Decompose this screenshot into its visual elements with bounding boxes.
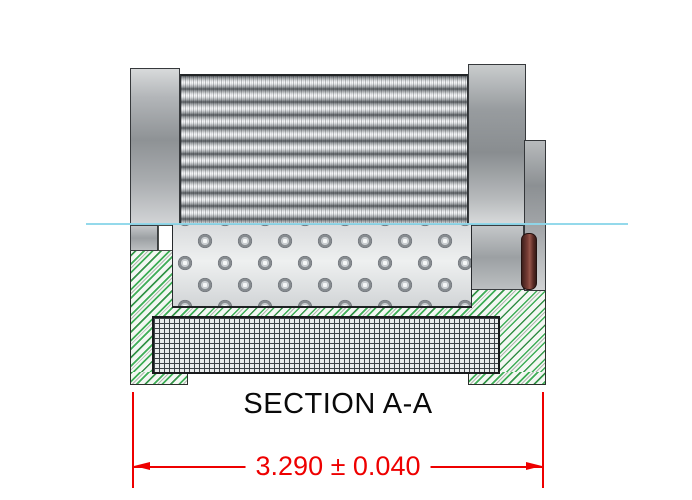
section-label: SECTION A-A [243,388,433,420]
cut-hatch-right-foot [468,372,546,385]
dimension-extension-line-left [132,392,134,488]
perforated-core-tube [172,224,472,308]
dimension-extension-line-right [542,392,544,488]
cut-hatch-left-foot [130,372,188,385]
pleated-filter-media [180,74,468,225]
dimension-arrow-left [134,462,150,470]
right-end-cap [468,64,526,225]
left-end-cap [130,68,180,225]
left-end-cap-lower-step [130,225,158,251]
wire-mesh-screen [152,316,500,374]
centerline [86,223,628,225]
o-ring-seal [521,233,537,290]
right-end-cap-lower [468,225,524,290]
dimension-arrow-right [526,462,542,470]
dimension-text: 3.290 ± 0.040 [245,451,431,482]
